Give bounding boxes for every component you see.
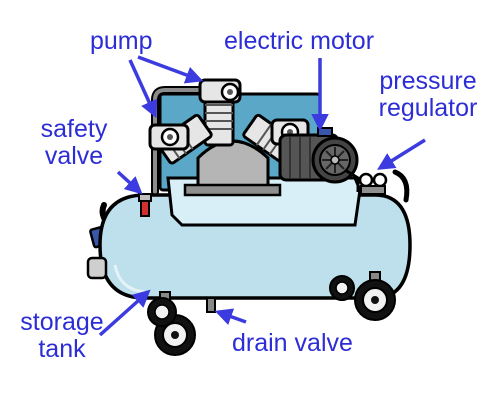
safety-valve [138,193,152,217]
tank-plug [86,256,108,280]
label-drain-valve: drain valve [232,329,353,357]
pump-head-left [148,123,190,151]
arrow-pump-right [137,55,204,84]
wheel-icon [329,275,355,301]
wheel-icon [354,279,396,321]
pressure-regulator [358,172,388,195]
callout-arrows [98,55,426,337]
arrow-pressure-regulator [377,138,426,170]
label-storage-tank-line2: tank [38,335,86,363]
arrow-pump-left [128,59,158,119]
wheel-icon [147,297,177,327]
arrow-safety-valve [116,170,143,195]
label-electric-motor: electric motor [224,27,375,55]
label-storage-tank-line1: storage [20,308,104,336]
label-pressure-regulator-line1: pressure [379,67,477,95]
drain-valve [206,297,216,313]
pump-crankcase [183,139,282,197]
motor-bracket [344,168,360,192]
label-pressure-regulator: pressure regulator [366,68,490,122]
label-safety-valve: safety valve [34,116,114,170]
label-safety-valve-line2: valve [44,142,104,170]
arrow-drain-valve [214,308,247,325]
label-pump: pump [90,27,153,55]
arrow-storage-tank [98,289,151,337]
regulator-handle [392,169,410,203]
fan-icon [311,136,359,184]
label-safety-valve-line1: safety [40,115,108,143]
label-pressure-regulator-line2: regulator [378,94,478,122]
label-storage-tank: storage tank [12,309,112,363]
wheel-icon [154,314,196,356]
